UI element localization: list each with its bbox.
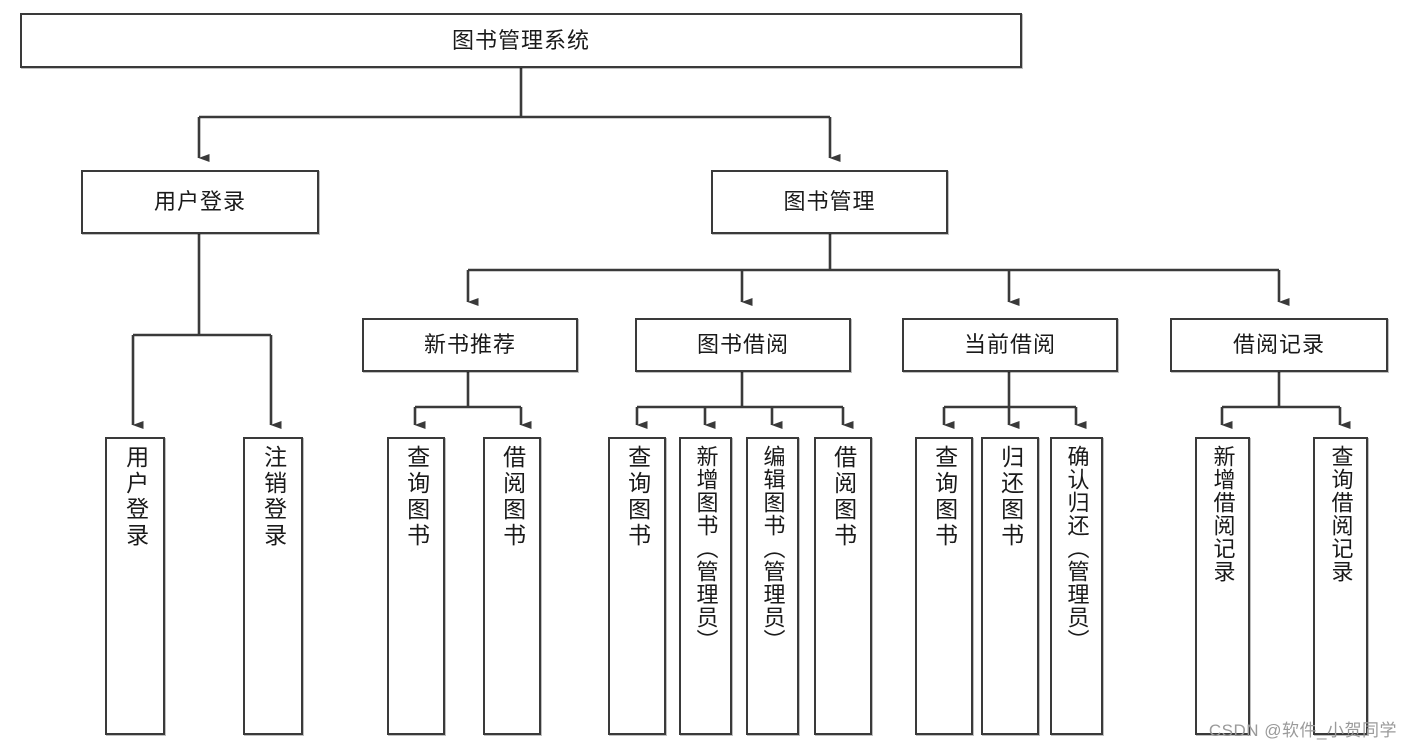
node-leaf-logout[interactable]: 注销登录 <box>243 437 303 735</box>
node-label: 查询图书 <box>624 445 651 549</box>
node-label: 编辑图书（管理员） <box>760 445 786 652</box>
node-leaf-return-book[interactable]: 归还图书 <box>981 437 1039 735</box>
node-label: 用户登录 <box>122 445 149 549</box>
node-root-book-management-system[interactable]: 图书管理系统 <box>20 13 1022 68</box>
node-label: 图书借阅 <box>696 332 789 358</box>
node-user-login[interactable]: 用户登录 <box>81 170 319 234</box>
node-new-book-recommend[interactable]: 新书推荐 <box>362 318 578 372</box>
node-book-borrow[interactable]: 图书借阅 <box>635 318 851 372</box>
node-label: 借阅图书 <box>499 445 526 549</box>
node-label: 归还图书 <box>997 445 1024 549</box>
node-book-management[interactable]: 图书管理 <box>711 170 948 234</box>
node-label: 注销登录 <box>260 445 287 549</box>
node-label: 图书管理系统 <box>451 27 590 53</box>
node-leaf-user-login[interactable]: 用户登录 <box>105 437 165 735</box>
node-label: 查询借阅记录 <box>1328 445 1354 583</box>
node-leaf-confirm-return-admin[interactable]: 确认归还（管理员） <box>1050 437 1103 735</box>
node-leaf-edit-book-admin[interactable]: 编辑图书（管理员） <box>746 437 799 735</box>
node-label: 新增图书（管理员） <box>693 445 719 652</box>
node-label: 新增借阅记录 <box>1210 445 1236 583</box>
node-leaf-query-book-borrow[interactable]: 查询图书 <box>608 437 666 735</box>
watermark-text: CSDN @软件_小贺同学 <box>1208 721 1397 740</box>
node-current-borrow[interactable]: 当前借阅 <box>902 318 1118 372</box>
node-label: 借阅记录 <box>1232 332 1325 358</box>
node-leaf-borrow-book[interactable]: 借阅图书 <box>814 437 872 735</box>
node-label: 查询图书 <box>403 445 430 549</box>
node-label: 确认归还（管理员） <box>1064 445 1090 652</box>
node-label: 借阅图书 <box>830 445 857 549</box>
node-leaf-query-borrow-record[interactable]: 查询借阅记录 <box>1313 437 1368 735</box>
node-leaf-add-borrow-record[interactable]: 新增借阅记录 <box>1195 437 1250 735</box>
node-leaf-query-book-current[interactable]: 查询图书 <box>915 437 973 735</box>
node-label: 用户登录 <box>153 189 246 215</box>
node-label: 新书推荐 <box>423 332 516 358</box>
node-label: 图书管理 <box>783 189 876 215</box>
node-leaf-borrow-book-recommend[interactable]: 借阅图书 <box>483 437 541 735</box>
node-borrow-record[interactable]: 借阅记录 <box>1170 318 1388 372</box>
node-label: 当前借阅 <box>963 332 1056 358</box>
node-leaf-add-book-admin[interactable]: 新增图书（管理员） <box>679 437 732 735</box>
node-label: 查询图书 <box>931 445 958 549</box>
node-leaf-query-book-recommend[interactable]: 查询图书 <box>387 437 445 735</box>
